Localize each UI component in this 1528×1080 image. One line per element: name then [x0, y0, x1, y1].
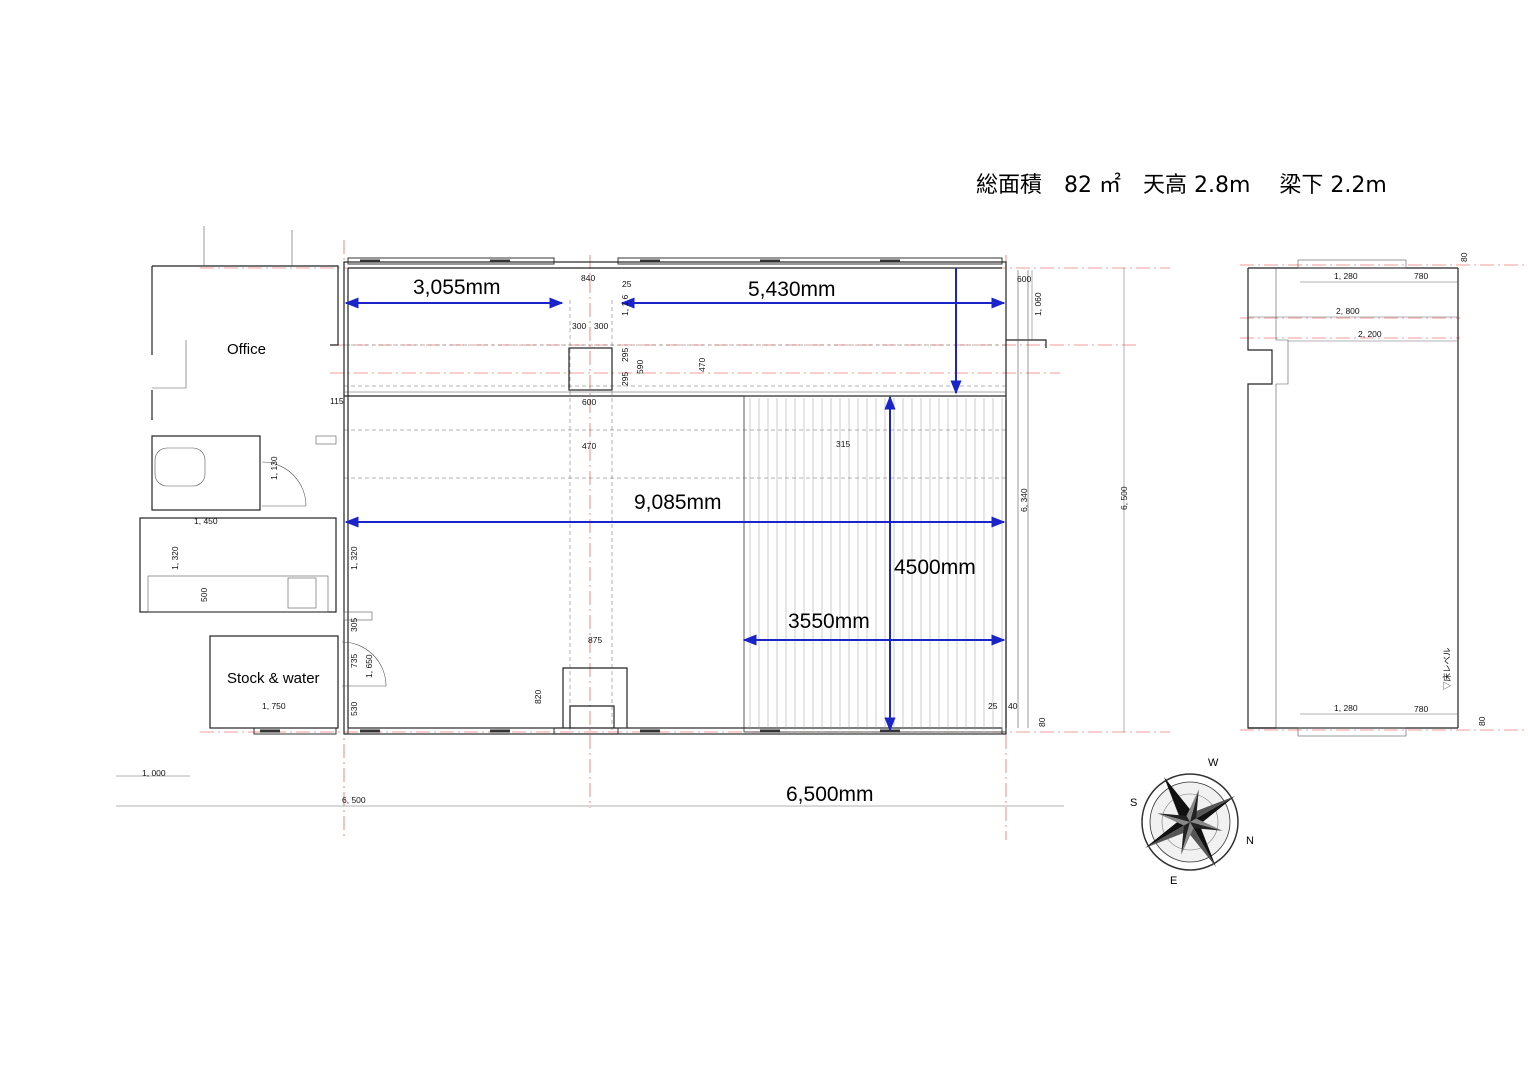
svg-text:820: 820: [533, 690, 543, 704]
svg-text:1, 450: 1, 450: [194, 516, 218, 526]
svg-text:600: 600: [582, 397, 596, 407]
svg-text:500: 500: [199, 588, 209, 602]
svg-text:590: 590: [635, 360, 645, 374]
dim-label-3055: 3,055mm: [413, 276, 501, 299]
svg-text:875: 875: [588, 635, 602, 645]
svg-text:6, 340: 6, 340: [1019, 488, 1029, 512]
svg-text:80: 80: [1037, 717, 1047, 727]
svg-text:40: 40: [1008, 701, 1018, 711]
svg-text:1, 000: 1, 000: [142, 768, 166, 778]
svg-text:1, 320: 1, 320: [170, 546, 180, 570]
svg-text:300: 300: [594, 321, 608, 331]
svg-text:1, 750: 1, 750: [262, 701, 286, 711]
svg-text:▽床レベル: ▽床レベル: [1442, 647, 1452, 690]
svg-text:300: 300: [572, 321, 586, 331]
svg-text:530: 530: [349, 702, 359, 716]
dim-label-4500: 4500mm: [894, 556, 976, 579]
grid-lines: [200, 240, 1528, 840]
dim-label-5430: 5,430mm: [748, 278, 836, 301]
svg-text:2, 200: 2, 200: [1358, 329, 1382, 339]
svg-text:1, 1 6: 1, 1 6: [620, 294, 630, 316]
dimension-lines: [116, 268, 1125, 807]
svg-text:305: 305: [349, 618, 359, 632]
svg-text:115: 115: [330, 396, 344, 406]
compass-e: E: [1170, 875, 1177, 887]
svg-text:780: 780: [1414, 271, 1428, 281]
dim-label-6500: 6,500mm: [786, 783, 874, 806]
svg-text:2, 800: 2, 800: [1336, 306, 1360, 316]
svg-text:80: 80: [1477, 716, 1487, 726]
section-elevation: 80 1, 280 780 2, 800 2, 200 ▽床レベル 1, 280…: [1247, 252, 1487, 737]
svg-text:1, 280: 1, 280: [1334, 703, 1358, 713]
svg-text:25: 25: [988, 701, 998, 711]
measurement-arrows: [344, 268, 1006, 732]
svg-text:470: 470: [697, 358, 707, 372]
dim-label-9085: 9,085mm: [634, 491, 722, 514]
svg-text:600: 600: [1017, 274, 1031, 284]
compass-s: S: [1130, 797, 1137, 809]
svg-text:1, 060: 1, 060: [1033, 292, 1043, 316]
svg-text:6, 500: 6, 500: [342, 795, 366, 805]
svg-text:295: 295: [620, 372, 630, 386]
dim-label-3550: 3550mm: [788, 610, 870, 633]
svg-text:1, 650: 1, 650: [364, 654, 374, 678]
svg-text:295: 295: [620, 348, 630, 362]
room-label-stock: Stock & water: [227, 670, 320, 687]
svg-text:470: 470: [582, 441, 596, 451]
svg-text:1, 130: 1, 130: [269, 456, 279, 480]
compass-rose-icon: W S N E: [1130, 757, 1254, 887]
small-dimension-labels: 840 25 1, 1 6 300 300 295 295 590 470 11…: [142, 273, 1129, 805]
left-annex-walls: [139, 226, 387, 729]
svg-text:840: 840: [581, 273, 595, 283]
svg-text:735: 735: [349, 654, 359, 668]
svg-text:315: 315: [836, 439, 850, 449]
svg-text:1, 320: 1, 320: [349, 546, 359, 570]
svg-text:6, 500: 6, 500: [1119, 486, 1129, 510]
compass-w: W: [1208, 757, 1219, 769]
svg-text:25: 25: [622, 279, 632, 289]
compass-n: N: [1246, 835, 1254, 847]
svg-text:1, 280: 1, 280: [1334, 271, 1358, 281]
svg-text:80: 80: [1459, 252, 1469, 262]
svg-text:780: 780: [1414, 704, 1428, 714]
area-summary-header: 総面積 82 ㎡ 天高 2.8m 梁下 2.2m: [976, 172, 1387, 198]
room-label-office: Office: [227, 341, 266, 358]
